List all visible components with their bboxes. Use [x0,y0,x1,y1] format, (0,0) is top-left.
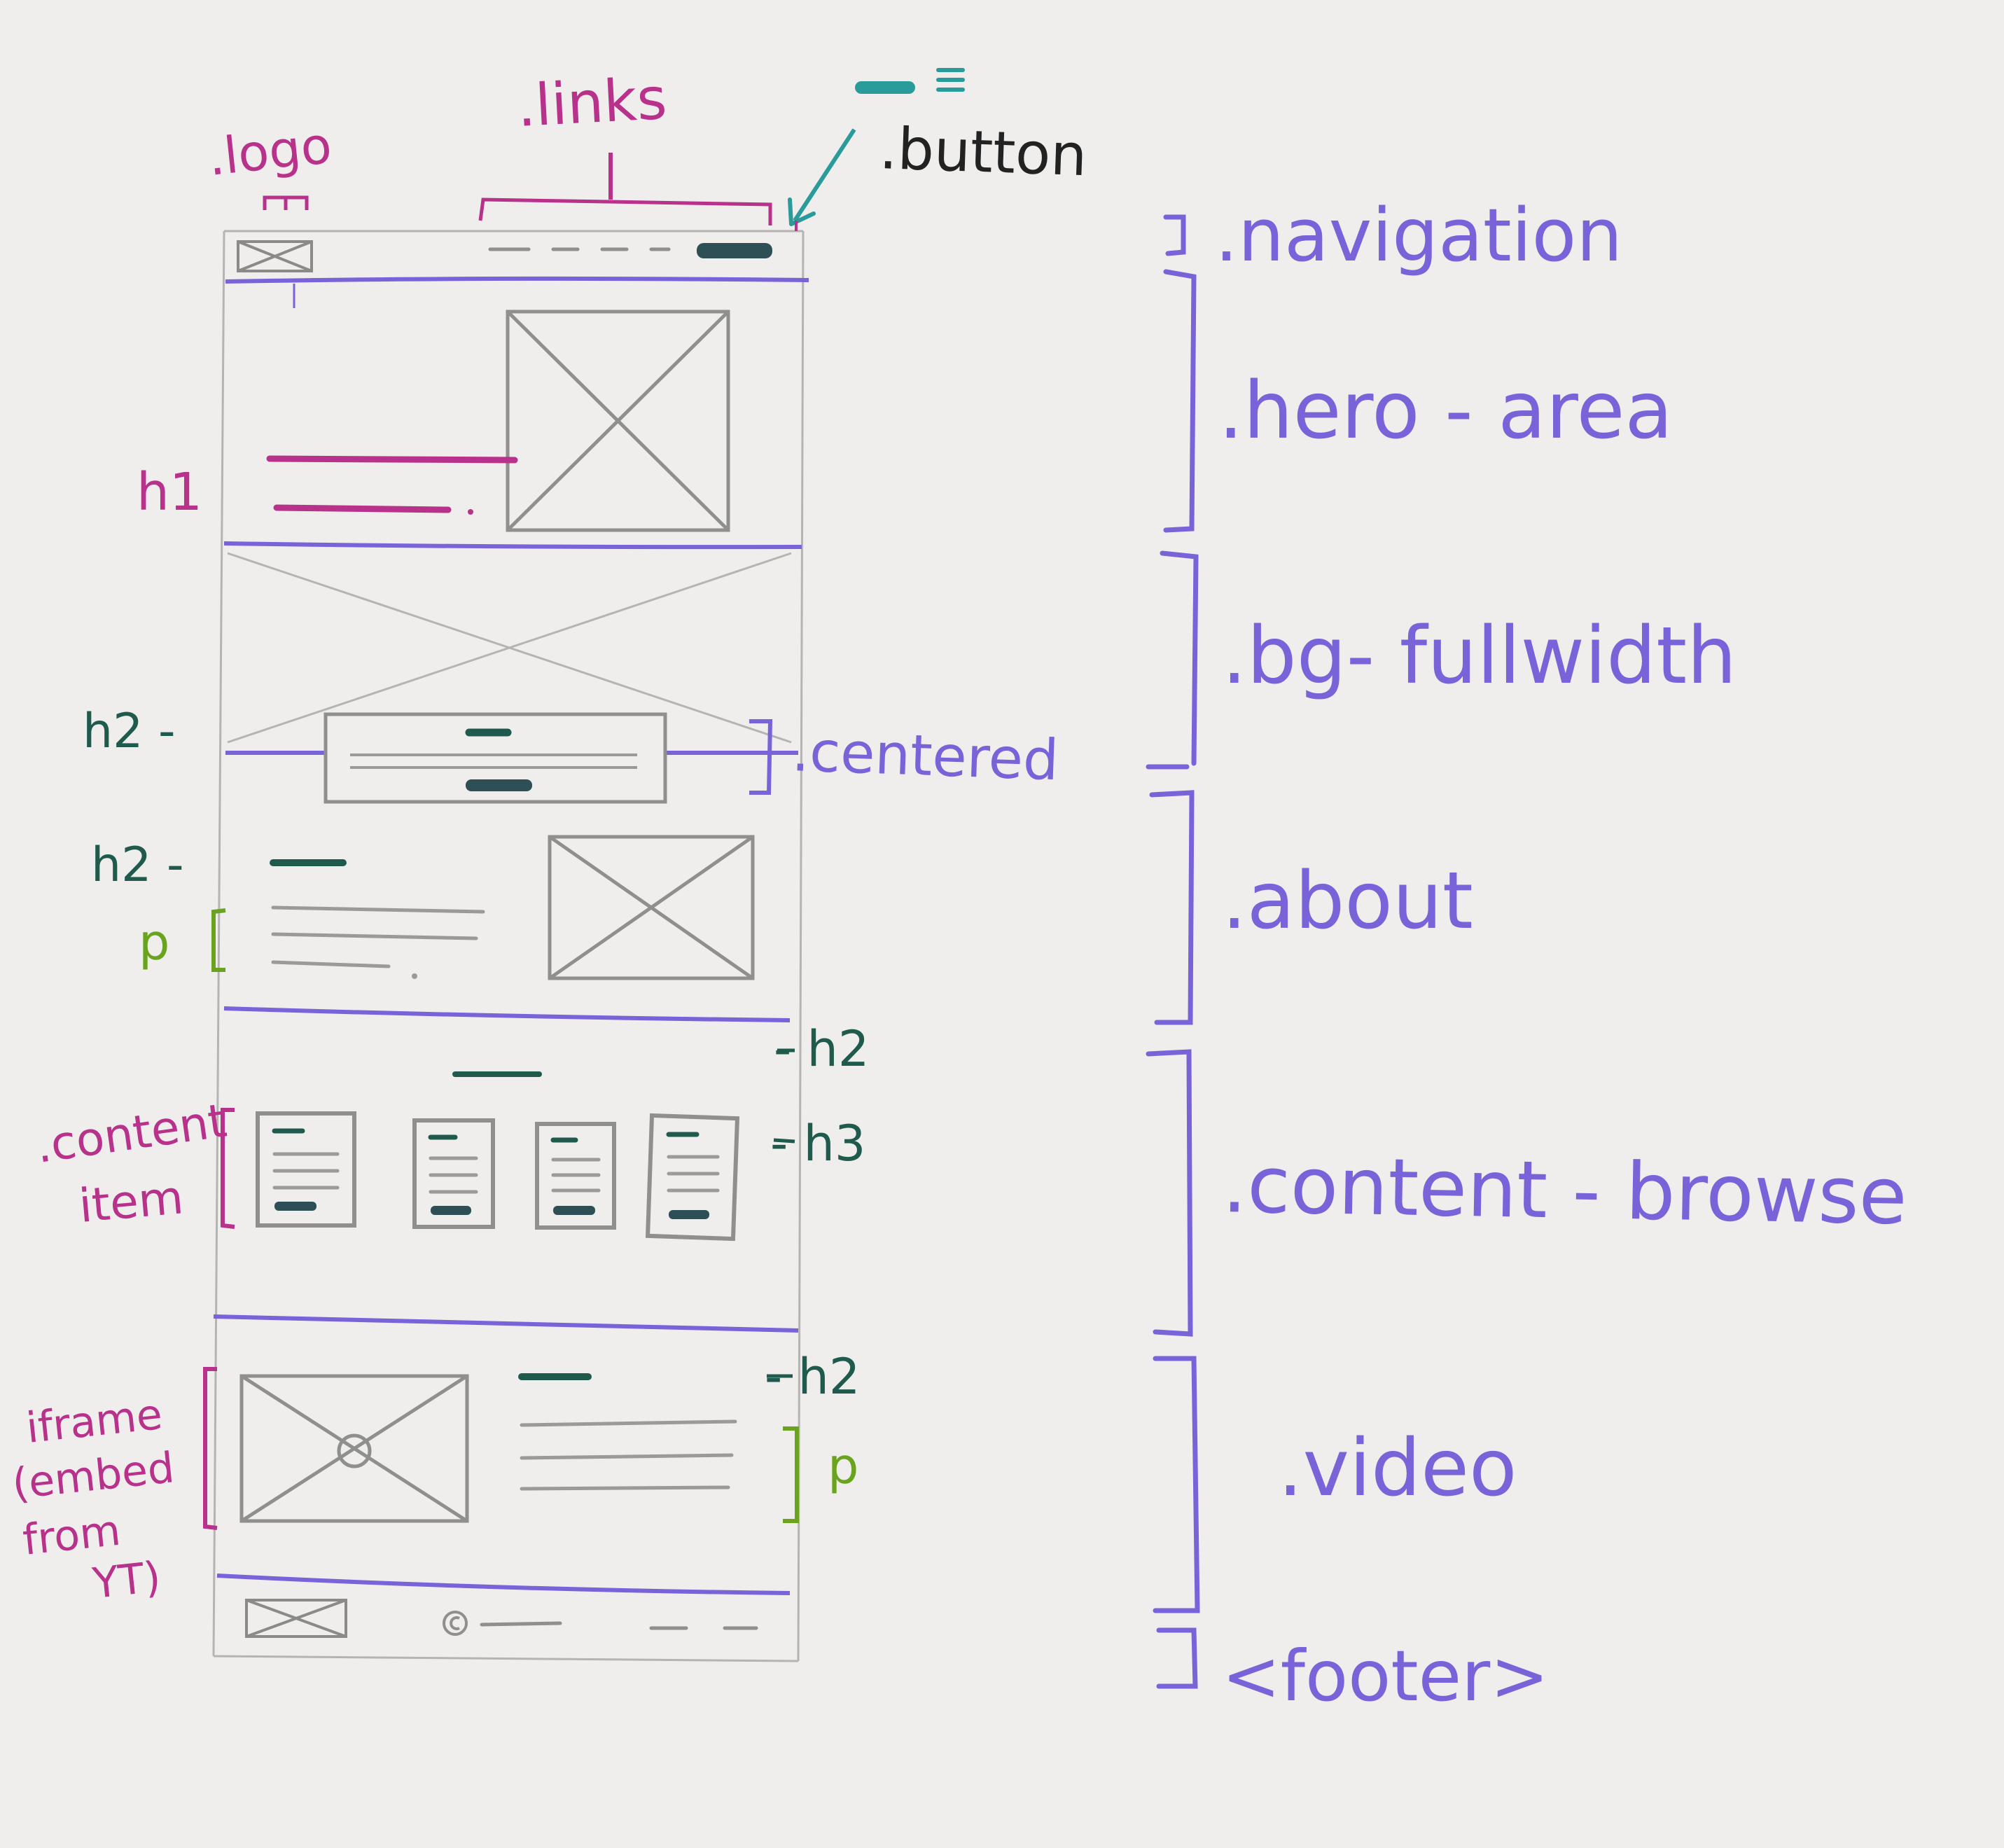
content-card-2 [412,1118,495,1229]
about-sketch [211,835,791,1022]
iframe-label-line2: (embed [10,1443,176,1509]
p-about-label: p [139,914,169,971]
h2-video-label: - h2 [765,1348,860,1405]
video-sketch [203,1367,799,1595]
centered-label: .centered [791,718,1059,793]
button-label: .button [878,116,1088,189]
about-label: .about [1222,856,1473,947]
hero-area-sketch [223,310,802,550]
content-browse-label: .content - browse [1222,1139,1908,1242]
iframe-label-line3: from [20,1506,123,1565]
footer-copyright-icon [443,1611,468,1636]
content-browse-divider [213,1314,799,1333]
button-annotation: .button [788,68,1088,231]
button-hamburger-icon [855,68,965,94]
h2-about-label: h2 - [91,838,184,893]
content-item-label-line1: .content [33,1094,230,1174]
h1-label: h1 [137,462,202,522]
hero-divider [223,541,802,550]
content-card-4 [645,1113,740,1242]
content-card-1 [256,1111,356,1228]
p-video-label: p [828,1438,858,1495]
about-divider [223,1006,791,1022]
links-annotation: .links [478,66,772,225]
nav-logo-box [237,240,313,272]
content-browse-sketch [213,1048,799,1333]
centered-box [323,712,667,804]
content-card-3 [535,1122,616,1230]
h2-browse-label: - h2 [774,1020,869,1078]
video-paragraph-lines [520,1419,737,1491]
nav-button-bar [697,243,772,258]
about-image-placeholder [548,835,755,980]
bg-fullwidth-sketch [225,552,798,804]
h2-centered-label: h2 - [83,704,176,759]
about-paragraph-lines [271,905,485,968]
hero-h1-lines [266,455,518,513]
section-labels: .navigation .hero - area .bg- fullwidth … [1215,193,1908,1717]
page-outline [212,230,805,1662]
navigation-label: .navigation [1215,193,1622,278]
footer-logo-box [245,1599,347,1638]
links-label: .links [515,66,668,140]
hero-image-placeholder [506,310,730,532]
video-label: .video [1278,1423,1517,1514]
iframe-label-line1: iframe [24,1390,165,1453]
hero-area-label: .hero - area [1218,366,1673,457]
content-item-label-line2: item [77,1170,186,1233]
footer-label: <footer> [1222,1635,1549,1717]
iframe-label-line4: YT) [90,1552,163,1609]
navigation-sketch [225,240,809,308]
footer-sketch [245,1599,758,1638]
nav-divider [225,276,809,284]
iframe-annotation: iframe (embed from YT) [10,1390,176,1609]
video-divider [216,1573,791,1595]
logo-annotation: .logo [205,116,335,210]
video-iframe-placeholder [239,1374,469,1523]
bg-fullwidth-label: .bg- fullwidth [1222,611,1737,702]
section-brackets [1146,214,1200,1689]
h3-browse-label: - h3 [770,1115,865,1172]
logo-label: .logo [205,116,335,187]
